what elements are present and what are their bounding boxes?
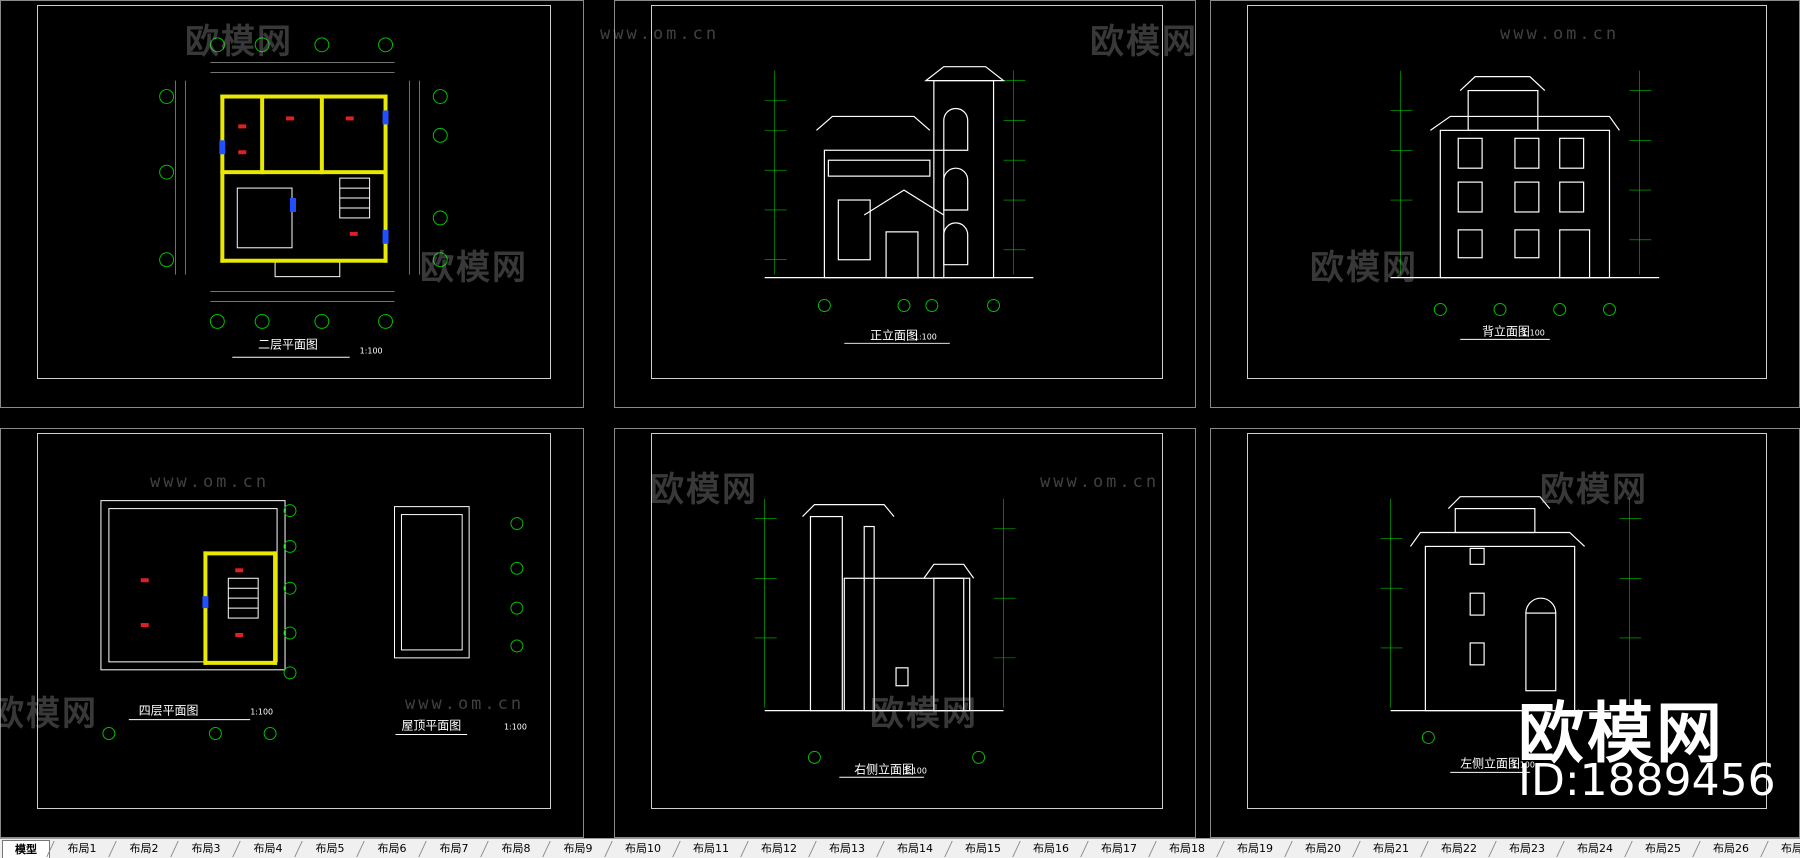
tab-layout[interactable]: 布局7 xyxy=(439,842,469,855)
sheet-scale: 1:100 xyxy=(250,708,273,717)
sheet-scale: 1:100 xyxy=(1512,760,1535,769)
left-elevation-drawing: 左侧立面图 1:100 xyxy=(1380,496,1642,773)
sheet-scale: 1:100 xyxy=(504,723,527,732)
sheet-floor4-roof-plan[interactable]: 四层平面图 1:100 屋顶平面图 1:100 xyxy=(0,428,584,838)
tab-layout[interactable]: 布局21 xyxy=(1373,842,1409,855)
sheet-title: 背立面图 xyxy=(1482,323,1530,338)
right-elevation-drawing: 右侧立面图 1:100 xyxy=(754,498,1016,778)
tab-layout[interactable]: 布局25 xyxy=(1645,842,1681,855)
floor4-roof-plan-drawing: 四层平面图 1:100 屋顶平面图 1:100 xyxy=(100,500,527,740)
tab-layout[interactable]: 布局12 xyxy=(761,842,797,855)
sheet-title: 屋顶平面图 xyxy=(401,719,461,733)
tab-layout[interactable]: 布局27 xyxy=(1781,842,1800,855)
sheet-floor2-plan[interactable]: 二层平面图 1:100 xyxy=(0,0,584,408)
sheet-border xyxy=(651,433,1163,809)
tab-layout[interactable]: 布局10 xyxy=(625,842,661,855)
tab-layout[interactable]: 布局16 xyxy=(1033,842,1069,855)
tab-layout[interactable]: 布局15 xyxy=(965,842,1001,855)
tab-layout[interactable]: 布局14 xyxy=(897,842,933,855)
tab-layout[interactable]: 布局4 xyxy=(253,842,283,855)
tab-layout[interactable]: 布局2 xyxy=(129,842,159,855)
tab-layout[interactable]: 布局18 xyxy=(1169,842,1205,855)
sheet-scale: 1:100 xyxy=(904,766,927,775)
tab-layout[interactable]: 布局9 xyxy=(563,842,593,855)
watermark-id: ID:1889456 xyxy=(1518,755,1776,806)
tab-layout[interactable]: 布局23 xyxy=(1509,842,1545,855)
tab-layout[interactable]: 布局26 xyxy=(1713,842,1749,855)
sheet-left-elevation[interactable]: 左侧立面图 1:100 xyxy=(1210,428,1800,838)
sheet-title: 左侧立面图 xyxy=(1460,755,1520,770)
rear-elevation-drawing: 背立面图 1:100 xyxy=(1390,70,1660,340)
sheet-title: 二层平面图 xyxy=(258,337,318,351)
tab-layout[interactable]: 布局19 xyxy=(1237,842,1273,855)
front-elevation-drawing: 正立面图 1:100 xyxy=(764,66,1034,344)
tab-layout[interactable]: 布局11 xyxy=(693,842,729,855)
sheet-border xyxy=(1247,5,1767,379)
tab-layout[interactable]: 布局3 xyxy=(191,842,221,855)
tab-layout[interactable]: 布局1 xyxy=(67,842,97,855)
sheet-right-elevation[interactable]: 右侧立面图 1:100 xyxy=(614,428,1196,838)
tab-layout[interactable]: 布局24 xyxy=(1577,842,1613,855)
sheet-scale: 1:100 xyxy=(1522,328,1545,337)
sheet-border xyxy=(37,433,551,809)
sheet-front-elevation[interactable]: 正立面图 1:100 xyxy=(614,0,1196,408)
floor2-plan-drawing: 二层平面图 1:100 xyxy=(159,37,448,358)
layout-tab-bar: 模型 布局1 布局2 布局3 布局4 布局5 布局6 布局7 布局8 布局9 布局10 布局11 布局1… xyxy=(0,838,1800,858)
sheet-scale: 1:100 xyxy=(360,346,383,355)
tab-layout[interactable]: 布局17 xyxy=(1101,842,1137,855)
sheet-title: 四层平面图 xyxy=(139,704,199,718)
model-space-canvas[interactable]: 二层平面图 1:100 xyxy=(0,0,1800,838)
sheet-border xyxy=(1247,433,1767,809)
tab-layout[interactable]: 布局22 xyxy=(1441,842,1477,855)
tab-layout[interactable]: 布局20 xyxy=(1305,842,1341,855)
tab-layout[interactable]: 布局13 xyxy=(829,842,865,855)
tab-layout[interactable]: 布局6 xyxy=(377,842,407,855)
tab-layout[interactable]: 布局5 xyxy=(315,842,345,855)
sheet-border xyxy=(651,5,1163,379)
sheet-title: 右侧立面图 xyxy=(854,761,914,776)
tab-layout[interactable]: 布局8 xyxy=(501,842,531,855)
watermark-brand-large: 欧模网 xyxy=(1518,695,1725,772)
sheet-title: 正立面图 xyxy=(870,327,918,342)
sheet-border xyxy=(37,5,551,379)
sheet-rear-elevation[interactable]: 背立面图 1:100 xyxy=(1210,0,1800,408)
sheet-scale: 1:100 xyxy=(914,332,937,341)
tab-model[interactable]: 模型 xyxy=(2,840,50,858)
